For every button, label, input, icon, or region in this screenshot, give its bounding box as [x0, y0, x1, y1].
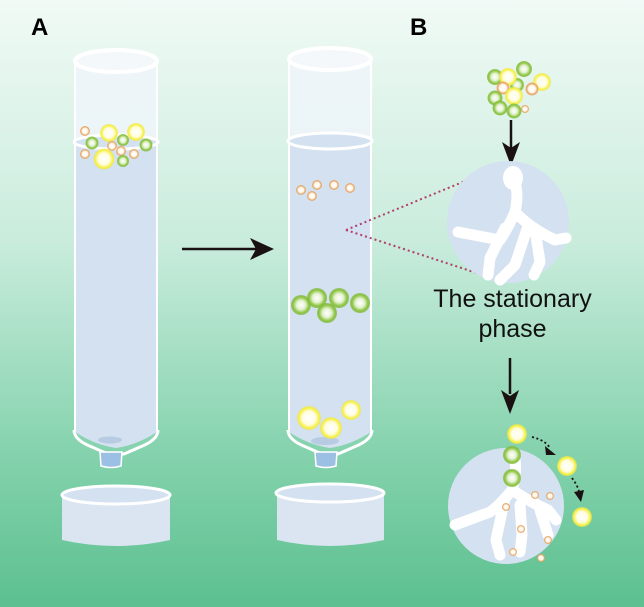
particle-green	[487, 69, 503, 85]
particle-orange	[531, 491, 539, 499]
particle-yellow	[505, 87, 523, 105]
column-stopcock	[99, 451, 123, 469]
particle-orange	[496, 81, 510, 95]
particle-orange	[525, 82, 539, 96]
particle-orange	[296, 185, 306, 195]
particle-orange	[502, 503, 510, 511]
particle-green	[85, 136, 99, 150]
column-drain	[98, 436, 122, 444]
stationary-phase-line2: phase	[478, 315, 547, 343]
particle-yellow	[100, 124, 118, 142]
particle-yellow	[320, 417, 342, 439]
stationary-fiber	[452, 169, 572, 286]
particle-orange	[312, 180, 322, 190]
column-stopcock	[314, 451, 338, 469]
stationary-phase-label: The stationary phase	[415, 284, 610, 344]
particle-orange	[116, 146, 126, 156]
particle-yellow	[341, 400, 361, 420]
particle-green	[139, 138, 153, 152]
column-separated	[274, 46, 386, 546]
particle-green	[350, 293, 370, 313]
collection-beaker	[274, 482, 386, 546]
band-yellow-particles	[297, 400, 361, 439]
particle-mixture	[80, 123, 153, 170]
column-initial	[60, 48, 172, 546]
particle-orange	[537, 554, 545, 562]
particle-orange	[517, 525, 525, 533]
particle-green	[117, 155, 129, 167]
elution-path-arrow	[531, 436, 551, 449]
separation-magnified	[448, 424, 592, 564]
particle-green	[503, 446, 521, 464]
particle-yellow	[127, 123, 145, 141]
particle-orange	[80, 149, 90, 159]
particle-orange	[307, 191, 317, 201]
stationary-fiber	[449, 449, 562, 561]
panel-label-b: B	[410, 14, 428, 41]
particle-green	[329, 288, 349, 308]
particle-orange	[521, 105, 529, 113]
arrowhead-down-top	[502, 142, 520, 166]
band-orange-particles	[296, 180, 355, 201]
particle-green	[492, 100, 508, 116]
column-rim	[73, 48, 159, 74]
particle-orange	[345, 183, 355, 193]
particle-orange	[107, 141, 117, 151]
particle-yellow	[499, 68, 517, 86]
arrowhead-down-bottom	[501, 390, 519, 414]
particle-yellow	[507, 424, 527, 444]
zoom-line-lower	[345, 229, 499, 281]
particle-orange	[544, 536, 552, 544]
particle-yellow	[557, 456, 577, 476]
process-arrowhead	[250, 238, 274, 260]
particle-green	[117, 134, 129, 146]
particle-green	[317, 303, 337, 323]
particle-green	[307, 288, 327, 308]
particle-green	[506, 103, 522, 119]
liquid-surface	[286, 131, 374, 151]
band-green-particles	[291, 288, 370, 323]
column-rim	[287, 46, 373, 72]
particle-orange	[329, 180, 339, 190]
stationary-phase-magnified	[447, 161, 572, 286]
sample-cluster	[487, 61, 551, 119]
particle-green	[516, 61, 532, 77]
particle-orange	[546, 492, 554, 500]
particle-yellow	[93, 148, 115, 170]
collection-beaker	[60, 484, 172, 546]
particle-green	[503, 469, 521, 487]
column-drain	[311, 437, 339, 445]
elution-path-arrow	[571, 477, 580, 493]
panel-label-a: A	[31, 14, 49, 41]
stationary-phase-line1: The stationary	[433, 285, 592, 313]
particle-orange	[80, 126, 90, 136]
particle-orange	[509, 548, 517, 556]
particle-orange	[129, 149, 139, 159]
particle-yellow	[297, 406, 321, 430]
particle-green	[291, 295, 311, 315]
particle-yellow	[572, 507, 592, 527]
column-liquid	[75, 142, 157, 448]
column-glass-top	[75, 60, 157, 142]
